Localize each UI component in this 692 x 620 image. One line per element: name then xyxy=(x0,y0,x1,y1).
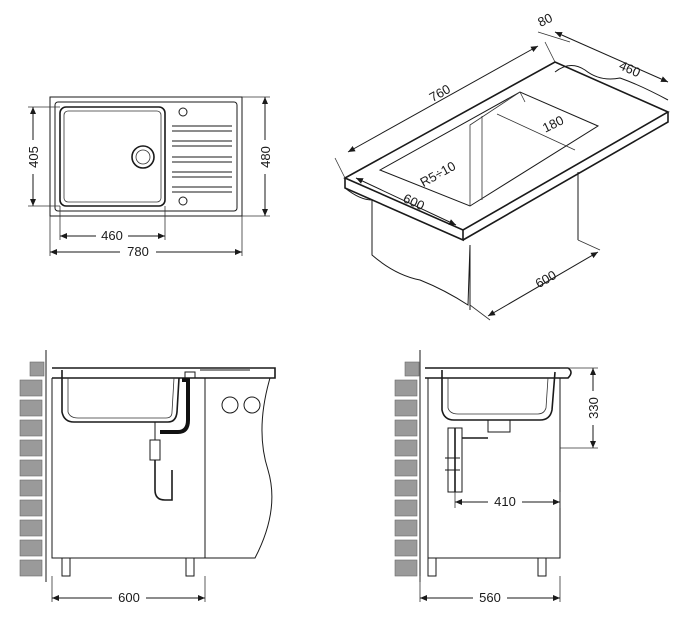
sink-cutout xyxy=(378,91,600,207)
front-cabinet xyxy=(51,378,206,559)
valve-left xyxy=(221,396,239,414)
front-siphon xyxy=(154,460,173,501)
side-view: 330 410 560 xyxy=(394,350,601,605)
tap-hole-bottom xyxy=(178,196,188,206)
dim-radius: R5÷10 xyxy=(417,158,458,190)
front-leg-left xyxy=(61,557,71,577)
side-countertop xyxy=(425,367,572,379)
dim-overall-width: 780 xyxy=(127,244,149,259)
front-view: 600 xyxy=(19,350,276,605)
bowl-outline xyxy=(59,106,166,207)
top-view: 780 460 480 405 xyxy=(26,96,273,259)
overflow-pipe xyxy=(160,378,190,434)
valve-right xyxy=(243,396,261,414)
bowl-inner-outline xyxy=(63,110,162,203)
dim-line-600-depth xyxy=(487,251,599,317)
side-leg-left xyxy=(427,557,437,577)
dim-overall-depth: 480 xyxy=(258,146,273,168)
sink-inner-outline xyxy=(54,101,238,212)
side-cabinet xyxy=(427,378,561,559)
worktop-side-edge xyxy=(462,112,669,241)
wall-edge xyxy=(554,65,669,101)
isometric-view: 760 460 80 180 R5÷10 600 600 xyxy=(334,10,670,321)
cabinet-front xyxy=(371,200,471,306)
dim-bowl-width: 460 xyxy=(101,228,123,243)
countertop xyxy=(52,367,276,379)
worktop-top-face xyxy=(343,61,670,231)
front-drain-trap xyxy=(149,422,161,461)
bowl-wall xyxy=(469,91,521,206)
drainer-divider xyxy=(496,113,576,151)
dim-depth: 460 xyxy=(617,58,643,81)
front-sink-bowl xyxy=(61,370,180,423)
tap-hole-top xyxy=(178,107,188,117)
drain-hole xyxy=(131,145,155,169)
tap-base xyxy=(184,371,196,378)
dim-drainer: 180 xyxy=(540,112,566,135)
worktop-front-edge xyxy=(344,178,464,242)
dim-drain-offset: 410 xyxy=(494,494,516,509)
drainer-grooves xyxy=(172,125,232,193)
side-leg-right xyxy=(537,557,547,577)
front-leg-right xyxy=(185,557,195,577)
dim-line-760 xyxy=(347,45,539,153)
dim-bowl-depth: 405 xyxy=(26,146,41,168)
front-sink-bowl-inner xyxy=(67,377,175,419)
dim-edge: 80 xyxy=(535,10,555,30)
sink-outline xyxy=(49,96,243,217)
drain-hole-inner xyxy=(135,149,151,165)
brick-wall xyxy=(19,361,45,577)
dim-line-600-front xyxy=(355,177,457,226)
dim-side-cabinet-depth: 560 xyxy=(479,590,501,605)
dim-bowl-height: 330 xyxy=(586,397,601,419)
front-cabinet-side xyxy=(205,377,273,559)
dim-line-460-iso xyxy=(554,31,669,83)
side-sink-bowl-inner xyxy=(447,377,549,415)
side-brick-wall xyxy=(394,361,420,577)
side-sink-bowl xyxy=(441,370,556,421)
dim-front-cabinet-width: 600 xyxy=(118,590,140,605)
side-drain-outlet xyxy=(487,420,511,433)
dim-length: 760 xyxy=(427,81,453,105)
